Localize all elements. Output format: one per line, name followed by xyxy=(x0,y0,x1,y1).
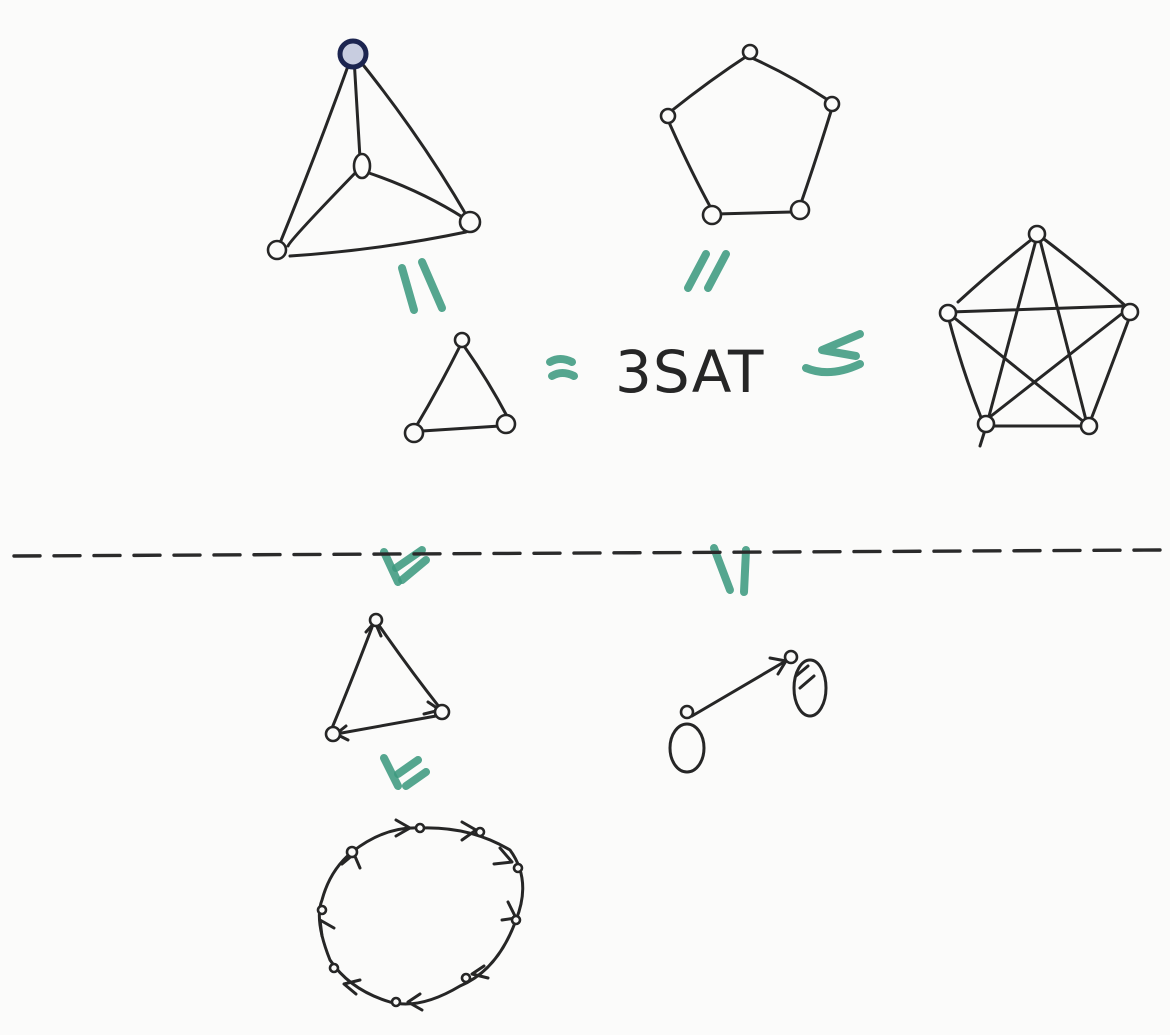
equality-mark xyxy=(398,258,446,314)
graph-vertex xyxy=(458,210,482,234)
graph-triangle xyxy=(403,331,517,444)
highlighted-vertex xyxy=(337,38,369,70)
graph-vertex xyxy=(783,649,799,665)
graph-vertex xyxy=(789,199,811,221)
graph-edge-with-loops xyxy=(668,649,828,774)
separator-line xyxy=(12,548,1162,558)
graph-tetrahedral xyxy=(266,38,482,261)
graph-directed-triangle xyxy=(324,612,451,743)
problem-label: 3SAT xyxy=(615,338,764,406)
graph-vertex xyxy=(741,43,759,61)
graph-vertex xyxy=(453,331,471,349)
graph-vertex xyxy=(368,612,384,628)
cycle-vertex xyxy=(414,822,426,834)
graph-vertex xyxy=(823,95,841,113)
graph-complete-k5 xyxy=(938,224,1140,448)
cycle-vertex xyxy=(328,962,340,974)
graph-vertex xyxy=(1120,302,1140,322)
graph-vertex xyxy=(938,303,958,323)
relation-marks xyxy=(380,250,864,790)
graph-vertex xyxy=(352,152,372,180)
graph-vertex xyxy=(701,204,723,226)
cycle-vertex xyxy=(345,845,359,859)
graph-vertex xyxy=(1027,224,1047,244)
cycle-vertex xyxy=(316,904,328,916)
cycle-vertex xyxy=(460,972,472,984)
graph-vertex xyxy=(495,413,517,435)
reduction-mark xyxy=(380,754,430,790)
graph-directed-cycle xyxy=(316,818,525,1012)
approx-mark xyxy=(546,355,578,380)
graph-vertex xyxy=(433,703,451,721)
graph-vertex xyxy=(659,107,677,125)
reduction-mark xyxy=(710,544,750,596)
equality-mark xyxy=(684,250,730,292)
graph-vertex xyxy=(679,704,695,720)
graph-vertex xyxy=(976,414,996,434)
cycle-vertex xyxy=(510,914,522,926)
less-approx-mark xyxy=(802,330,864,377)
graph-vertex xyxy=(266,239,288,261)
graph-vertex xyxy=(403,422,425,444)
cycle-vertex xyxy=(474,826,486,838)
cycle-vertex xyxy=(512,862,524,874)
graph-vertex xyxy=(324,725,342,743)
graph-pentagon xyxy=(659,43,841,226)
cycle-vertex xyxy=(390,996,402,1008)
graph-vertex xyxy=(1079,416,1099,436)
